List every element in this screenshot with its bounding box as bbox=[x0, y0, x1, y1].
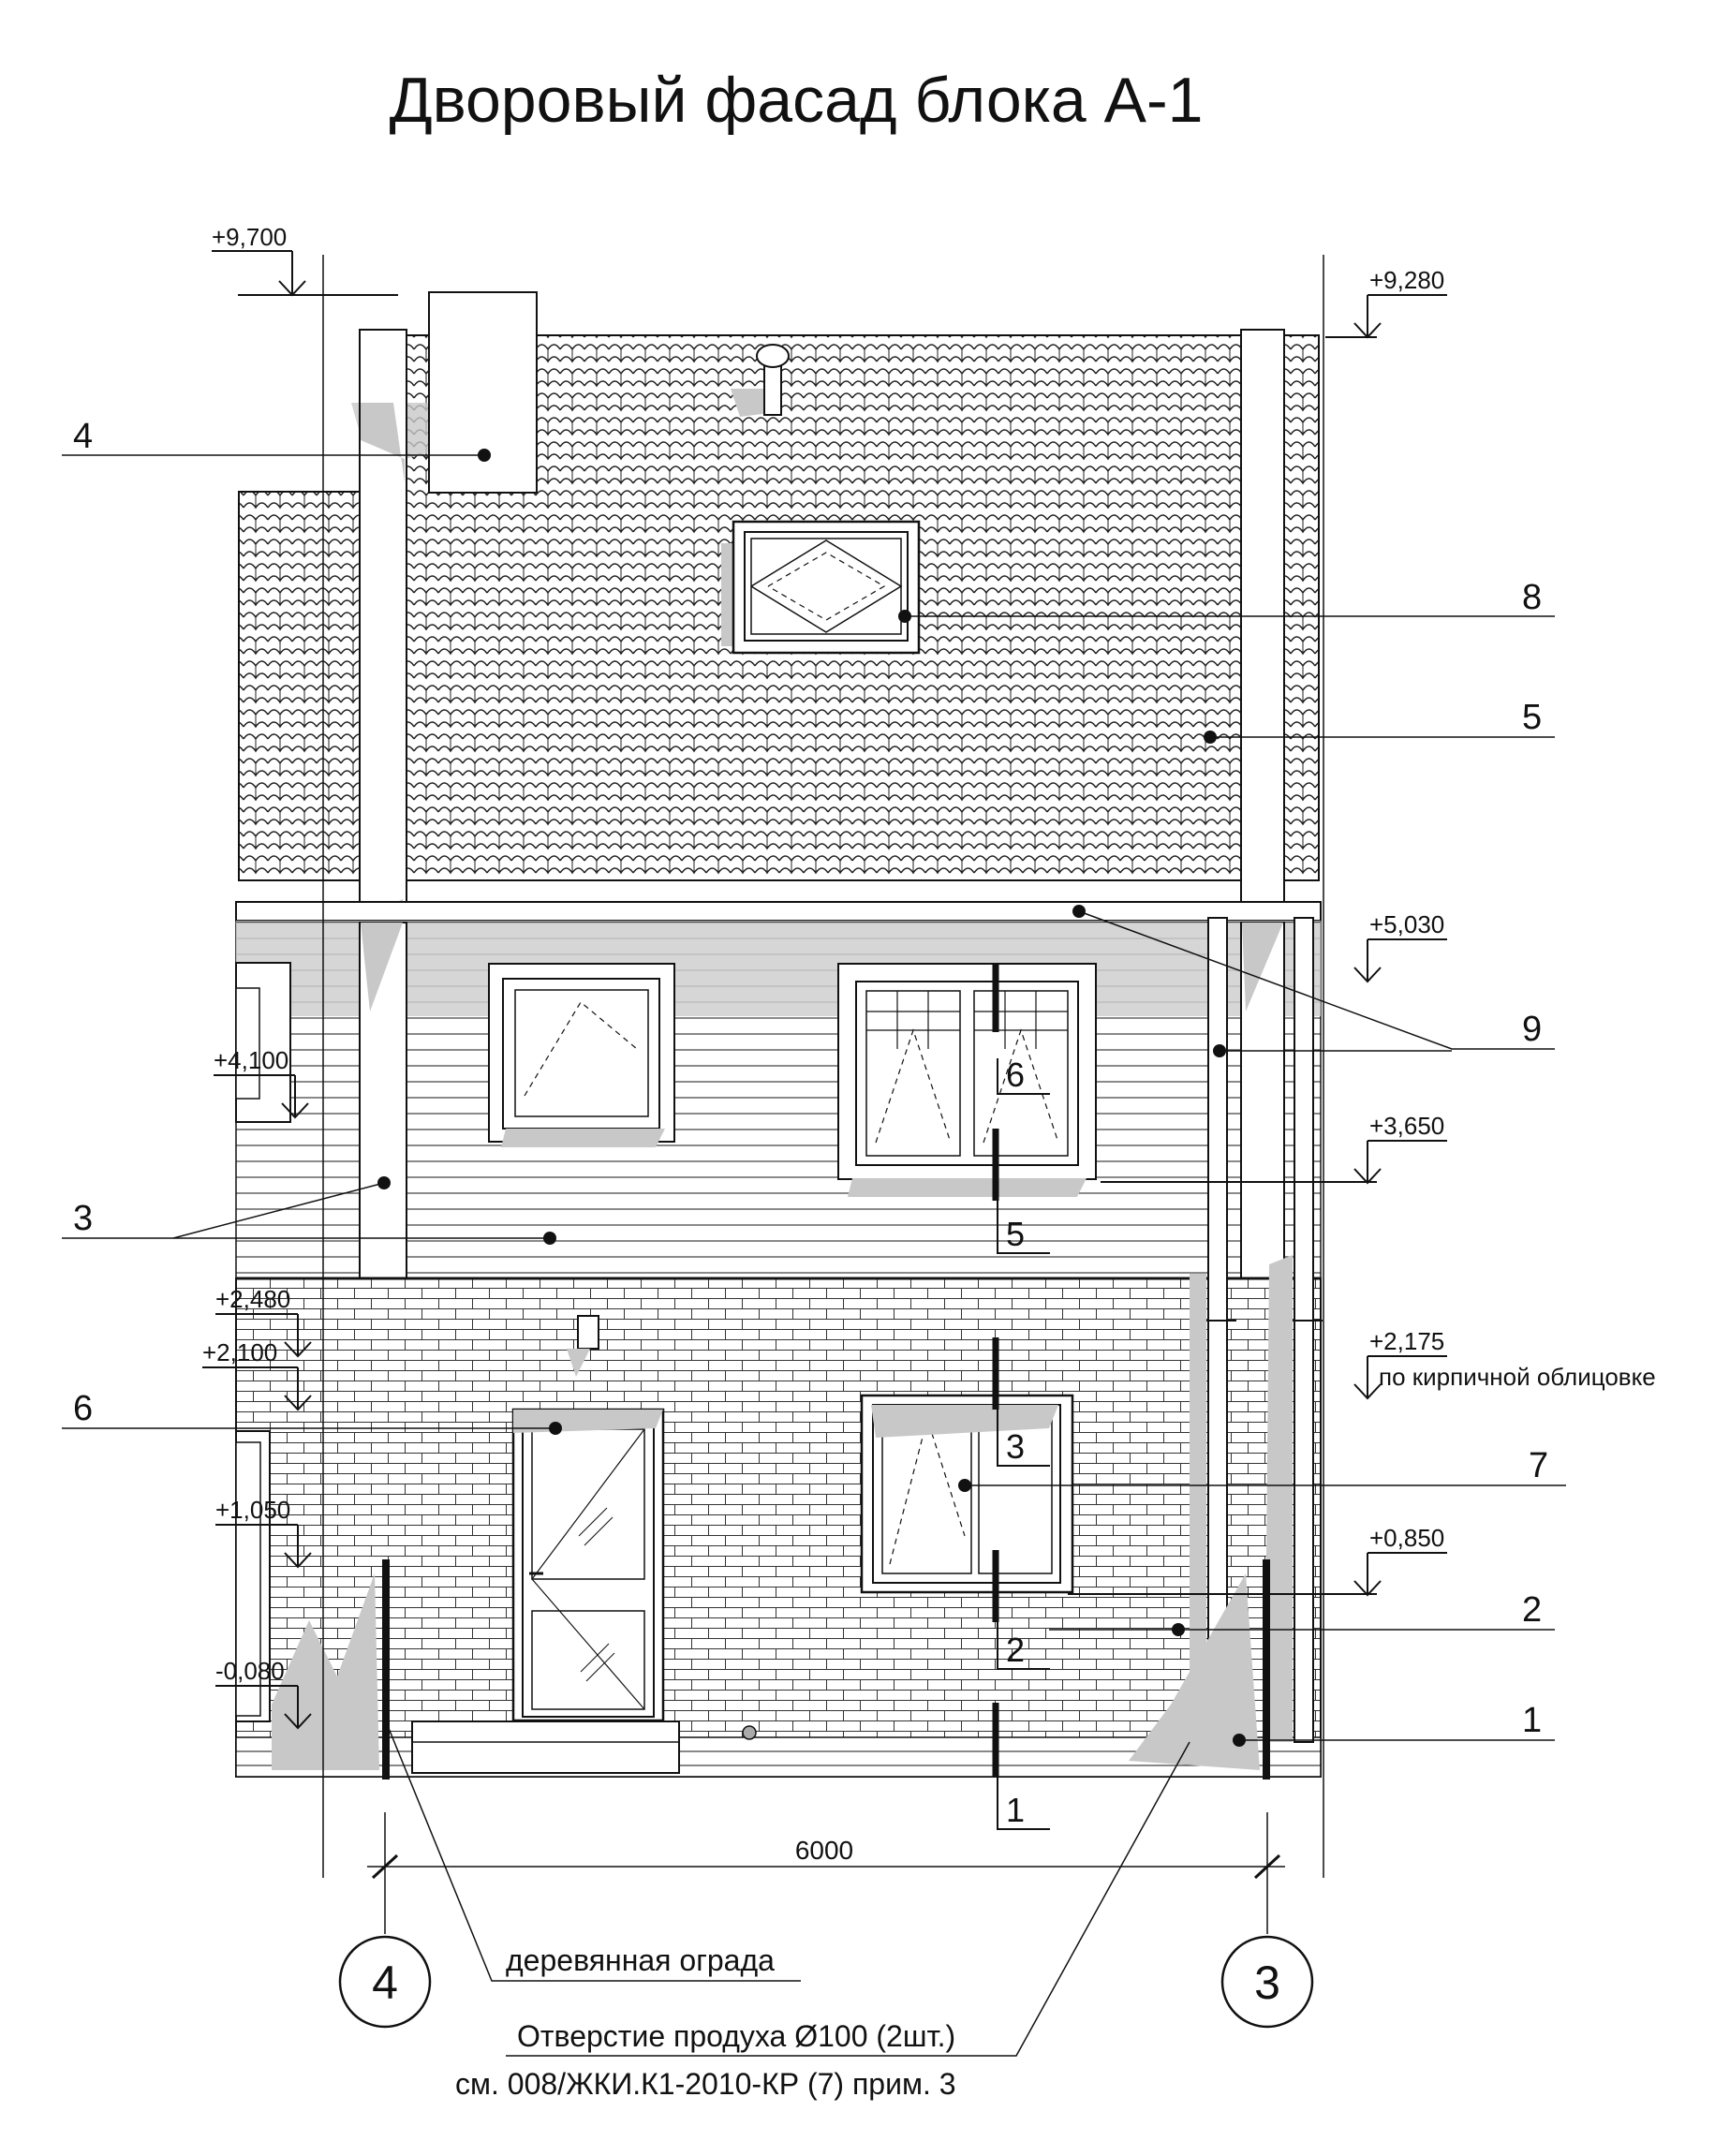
callout-8: 8 bbox=[1522, 578, 1542, 617]
section-mark-3: 3 bbox=[1006, 1427, 1025, 1466]
dimension-6000: 6000 bbox=[795, 1836, 853, 1865]
callout-4: 4 bbox=[73, 417, 93, 456]
brick-wall bbox=[235, 1277, 1322, 1778]
page-title: Дворовый фасад блока А-1 bbox=[389, 65, 1204, 136]
elev-2480: +2,480 bbox=[215, 1285, 290, 1313]
upper-window-2 bbox=[837, 963, 1097, 1197]
axis-lines bbox=[322, 255, 1324, 1934]
fence-note: деревянная ограда bbox=[506, 1943, 775, 1977]
elev-2175: +2,175 bbox=[1369, 1327, 1444, 1355]
callout-9: 9 bbox=[1522, 1010, 1542, 1049]
axis-bubble-4 bbox=[338, 1935, 432, 2029]
elev-4100: +4,100 bbox=[214, 1046, 288, 1074]
ground-window bbox=[860, 1394, 1074, 1594]
callout-7: 7 bbox=[1529, 1446, 1548, 1485]
roof-vent bbox=[756, 344, 790, 416]
vent-hole-left bbox=[742, 1725, 757, 1740]
elevation-marks bbox=[202, 250, 1447, 1730]
elev-2175-note: по кирпичной облицовке bbox=[1379, 1363, 1656, 1391]
left-partial-window bbox=[235, 962, 291, 1123]
left-partial-door bbox=[235, 1430, 271, 1722]
chimney bbox=[428, 291, 538, 494]
elev-eaves: +5,030 bbox=[1369, 910, 1444, 938]
entrance-step bbox=[411, 1720, 680, 1774]
elev-2100: +2,100 bbox=[202, 1338, 277, 1366]
axis-bubble-3 bbox=[1220, 1935, 1314, 2029]
section-mark-5: 5 bbox=[1006, 1215, 1025, 1253]
callout-1: 1 bbox=[1522, 1701, 1542, 1740]
wall-lamp bbox=[577, 1315, 599, 1350]
elev-minus0080: -0,080 bbox=[215, 1657, 285, 1685]
callout-leaders bbox=[62, 454, 1566, 2057]
callout-6: 6 bbox=[73, 1389, 93, 1428]
vent-note-line1: Отверстие продуха Ø100 (2шт.) bbox=[517, 2019, 955, 2053]
callout-3: 3 bbox=[73, 1199, 93, 1238]
section-mark-1: 1 bbox=[1006, 1791, 1025, 1829]
elev-top-left: +9,700 bbox=[212, 223, 287, 251]
elev-0850: +0,850 bbox=[1369, 1524, 1444, 1552]
roof-window bbox=[732, 520, 921, 655]
downpipe-right bbox=[1190, 917, 1323, 1743]
axis-label-3: 3 bbox=[1254, 1957, 1280, 2009]
elev-1050: +1,050 bbox=[215, 1496, 290, 1524]
entrance-door bbox=[511, 1408, 665, 1722]
section-mark-6: 6 bbox=[1006, 1056, 1025, 1094]
dimension-line bbox=[367, 1853, 1285, 1880]
callout-dots bbox=[377, 449, 1246, 1747]
axis-label-4: 4 bbox=[372, 1957, 398, 2009]
upper-window-1 bbox=[488, 963, 675, 1147]
section-mark-2: 2 bbox=[1006, 1631, 1025, 1669]
callout-5: 5 bbox=[1522, 698, 1542, 737]
wooden-fence-right bbox=[1129, 1559, 1270, 1779]
elev-3650: +3,650 bbox=[1369, 1112, 1444, 1140]
callout-2: 2 bbox=[1522, 1590, 1542, 1630]
vent-note-line2: см. 008/ЖКИ.К1-2010-КР (7) прим. 3 bbox=[455, 2067, 956, 2101]
elev-top-right: +9,280 bbox=[1369, 266, 1444, 294]
